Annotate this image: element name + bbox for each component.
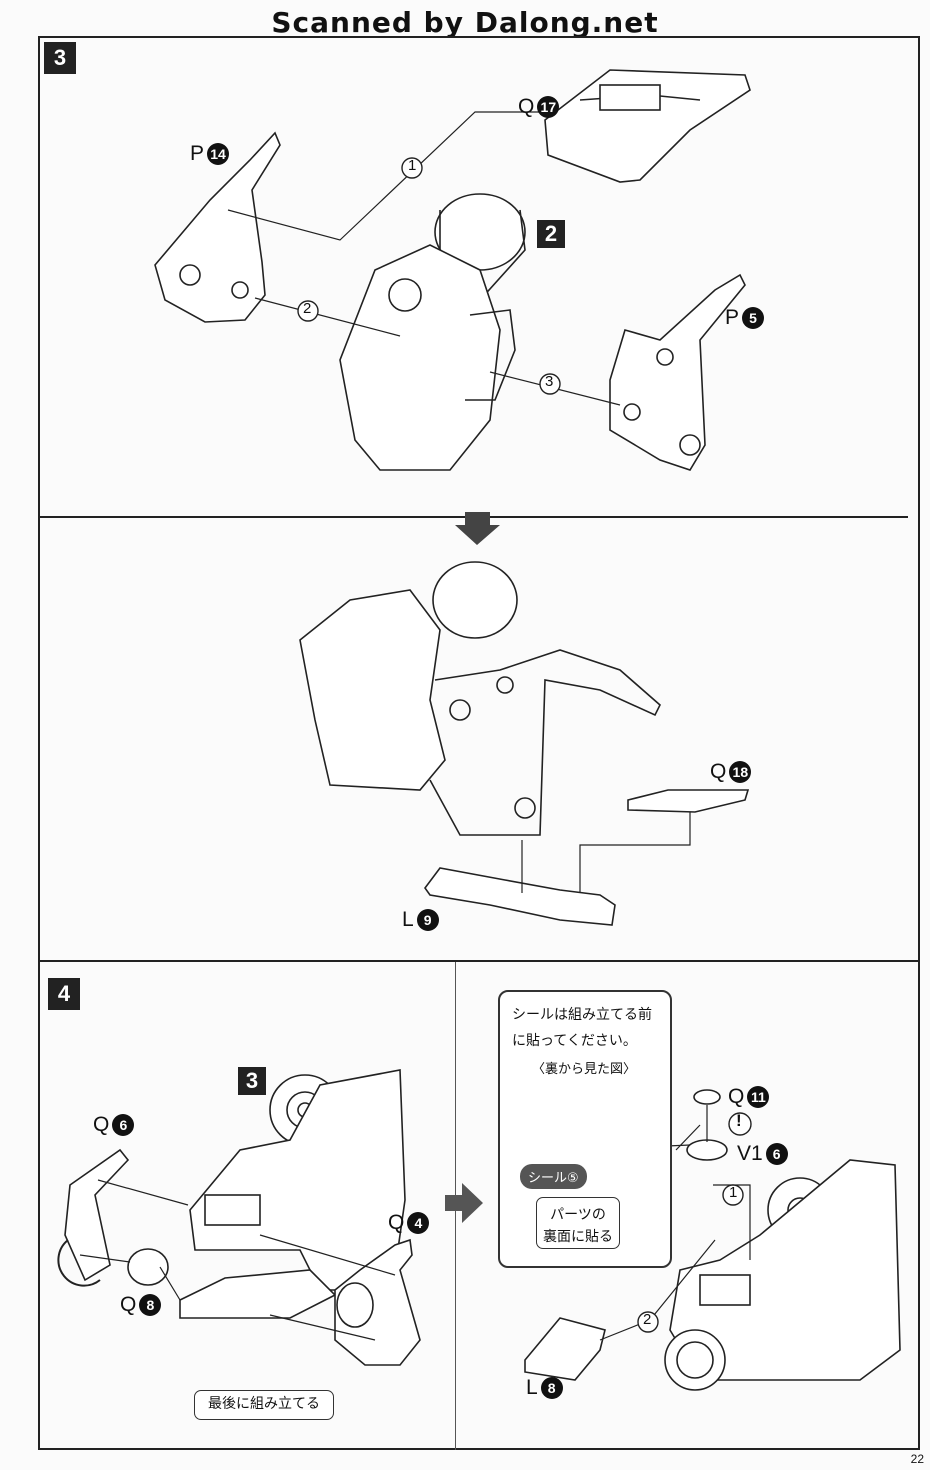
order-mark-1: 1 [408, 157, 417, 174]
instruction-frame [38, 36, 920, 1450]
order-mark-2: 2 [643, 1311, 652, 1328]
order-mark-2: 2 [303, 300, 312, 317]
caution-mark: ! [736, 1111, 742, 1130]
apply-line2: 裏面に貼る [543, 1229, 613, 1245]
sticker-note-line2: に貼ってください。 [512, 1033, 637, 1049]
assembly-ref-3: 3 [238, 1067, 266, 1095]
seal-5-badge: シール⑤ [520, 1164, 587, 1189]
page-number: 22 [910, 1452, 924, 1466]
apply-line1: パーツの [550, 1207, 606, 1223]
sticker-note-box: シールは組み立てる前 に貼ってください。 〈裏から見た図〉 パーツの 裏面に貼る [498, 990, 672, 1268]
assemble-last-note: 最後に組み立てる [194, 1390, 334, 1420]
step-divider [38, 960, 920, 962]
step-3-box: 3 [44, 42, 76, 74]
apply-to-back-callout: パーツの 裏面に貼る [536, 1197, 620, 1249]
step-4-box: 4 [48, 978, 80, 1010]
back-view-caption: 〈裏から見た図〉 [532, 1062, 637, 1077]
order-mark-1: 1 [729, 1184, 738, 1201]
sticker-note-line1: シールは組み立てる前 [512, 1007, 652, 1023]
watermark-text: Scanned by Dalong.net [271, 6, 659, 39]
assembly-ref-2: 2 [537, 220, 565, 248]
order-mark-3: 3 [545, 373, 554, 390]
